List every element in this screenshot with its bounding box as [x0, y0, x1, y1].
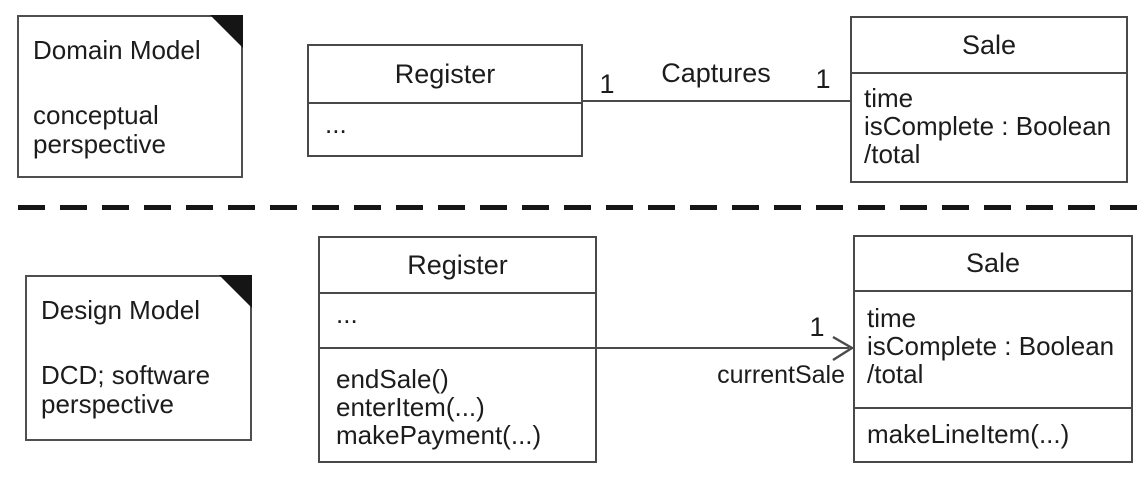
class-attribute: time	[864, 83, 914, 113]
class-sale-conceptual: Sale time isComplete : Boolean /total	[850, 16, 1128, 183]
class-name: Sale	[961, 29, 1017, 60]
class-attribute: isComplete : Boolean	[864, 111, 1112, 141]
note-title: Domain Model	[33, 35, 201, 65]
compartment-attributes: time isComplete : Boolean /total	[852, 72, 1126, 181]
class-attribute: time	[867, 303, 917, 333]
association-line-captures	[583, 100, 850, 102]
compartment-attributes: time isComplete : Boolean /total	[855, 290, 1131, 407]
class-operation: makePayment(...)	[336, 420, 542, 450]
class-register-conceptual: Register ...	[307, 44, 583, 157]
note-design-model: Design Model DCD; software perspective	[25, 275, 252, 441]
note-title: Design Model	[41, 295, 200, 325]
model-separator-dashed-line	[18, 205, 1146, 210]
class-operation: enterItem(...)	[336, 392, 485, 422]
note-domain-model: Domain Model conceptual perspective	[17, 15, 243, 178]
compartment-operations: makeLineItem(...)	[855, 407, 1131, 461]
class-name: Register	[394, 58, 496, 89]
association-line-currentsale	[597, 347, 849, 349]
association-name-label: Captures	[661, 58, 771, 88]
multiplicity-label-currentsale: 1	[809, 312, 825, 342]
class-attribute: ...	[325, 109, 347, 139]
class-name: Register	[407, 249, 508, 280]
class-attribute: /total	[864, 139, 921, 169]
class-attribute: /total	[867, 359, 924, 389]
class-operation: makeLineItem(...)	[867, 419, 1070, 449]
note-body: DCD; software perspective	[41, 360, 211, 419]
class-operation: endSale()	[336, 364, 449, 394]
compartment-attributes: ...	[309, 102, 581, 155]
compartment-operations: endSale() enterItem(...) makePayment(...…	[320, 347, 595, 461]
class-register-design: Register ... endSale() enterItem(...) ma…	[318, 236, 597, 463]
note-fold-corner-icon	[210, 15, 243, 48]
navigability-arrow-icon	[832, 335, 854, 362]
note-fold-corner-icon	[219, 275, 252, 308]
class-attribute: isComplete : Boolean	[867, 331, 1115, 361]
class-name: Sale	[965, 248, 1021, 278]
multiplicity-label-sale-end: 1	[815, 64, 831, 94]
compartment-attributes: ...	[320, 292, 595, 347]
multiplicity-label-register-end: 1	[599, 69, 615, 99]
note-body: conceptual perspective	[33, 100, 166, 159]
class-attribute: ...	[336, 299, 358, 329]
role-name-label: currentSale	[717, 361, 845, 389]
class-sale-design: Sale time isComplete : Boolean /total ma…	[853, 235, 1133, 463]
